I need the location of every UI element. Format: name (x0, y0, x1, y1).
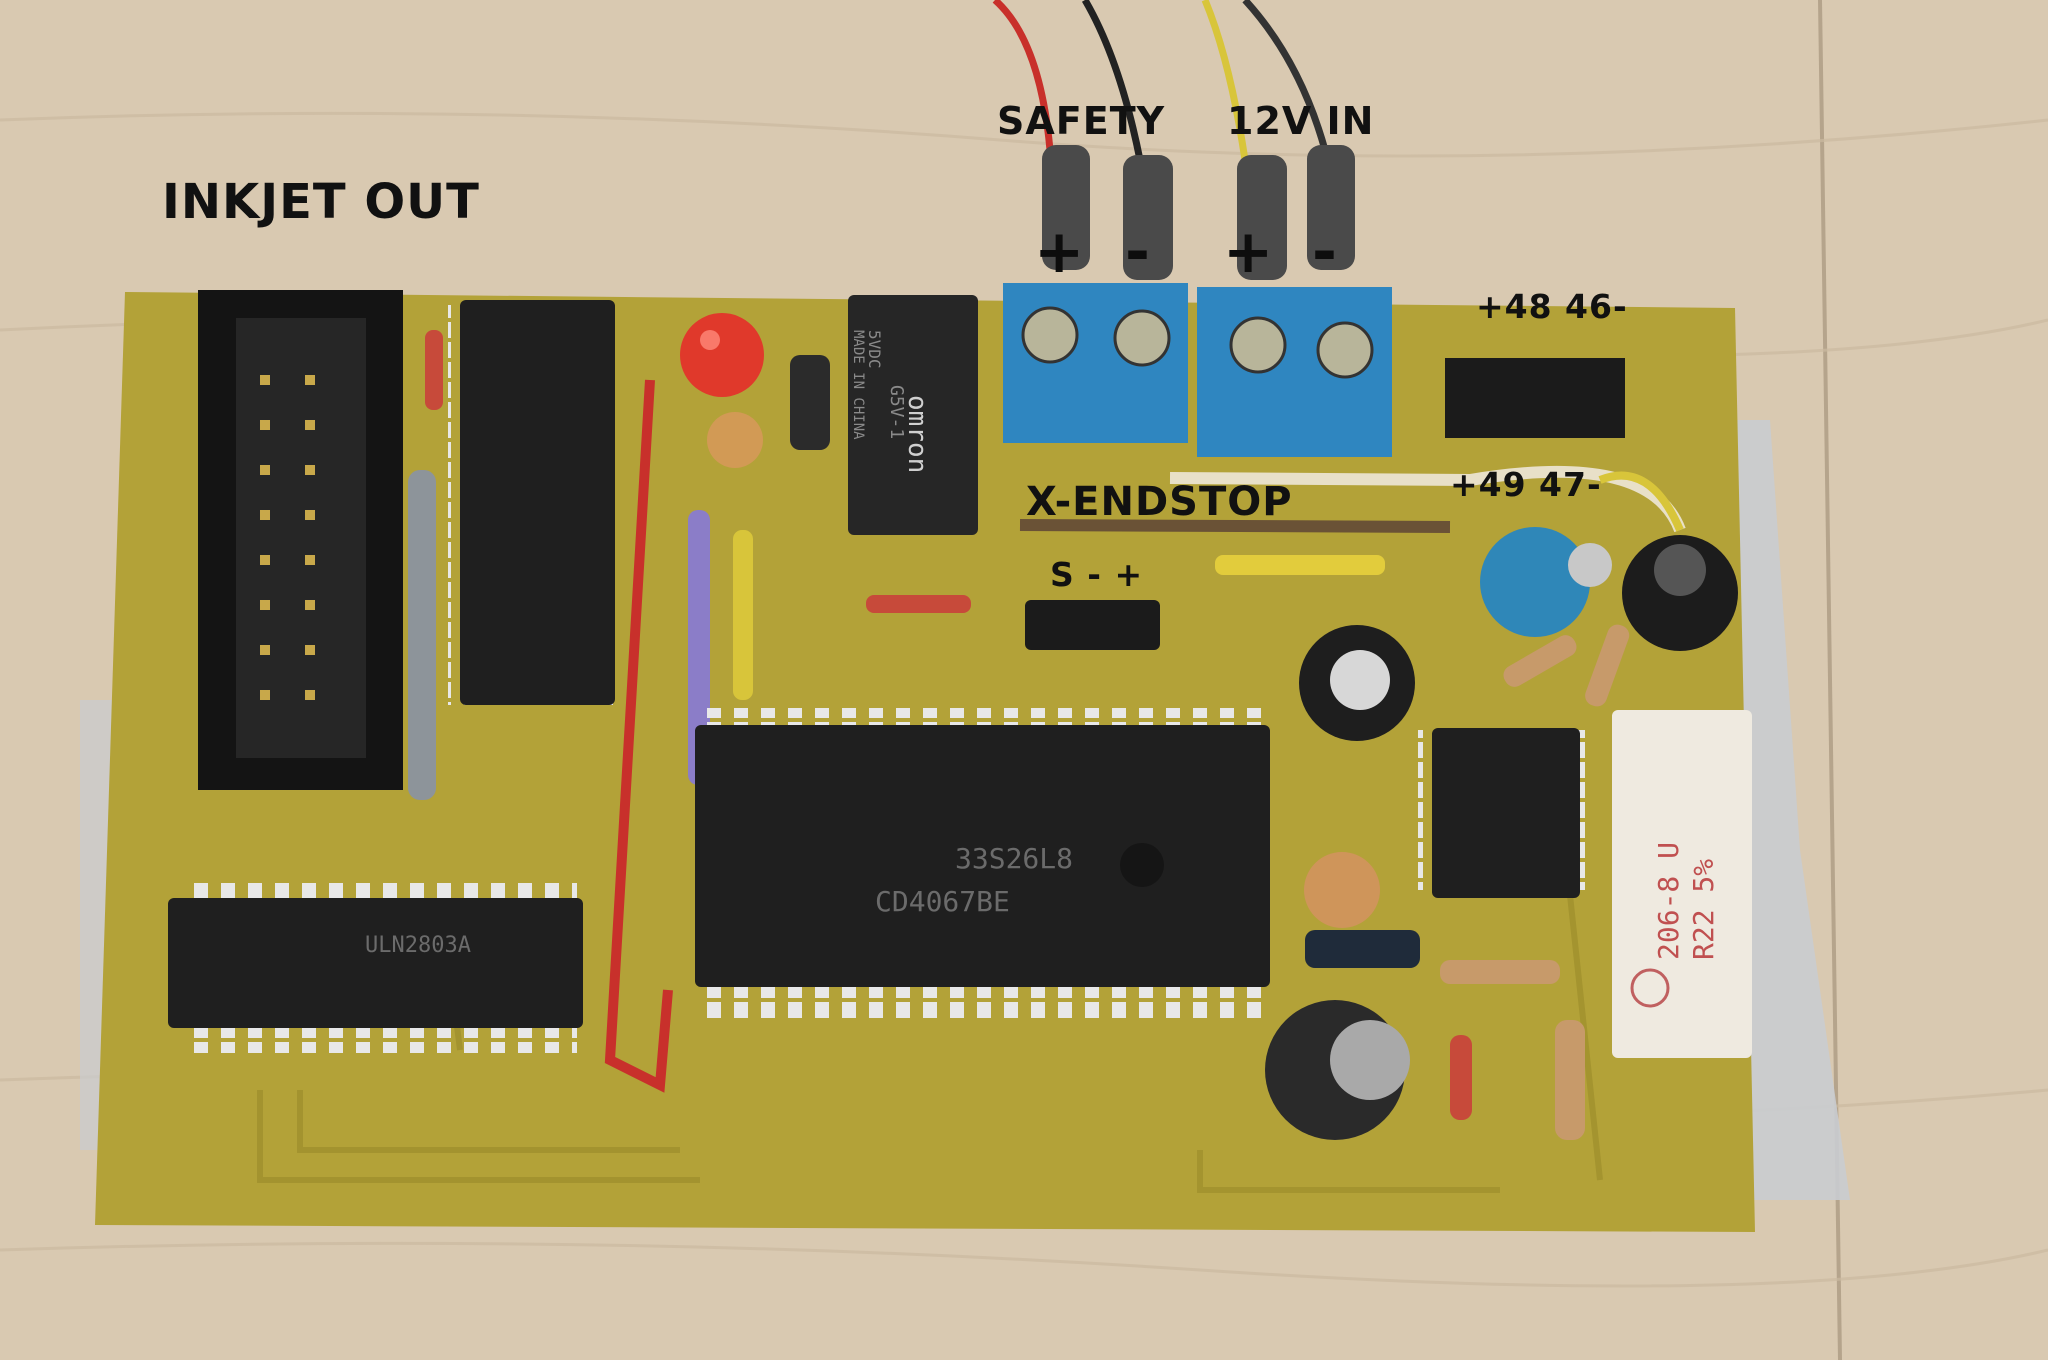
yellow-jumper (1215, 555, 1385, 575)
mux-chip-marking-1: 33S26L8 (955, 842, 1074, 875)
endstop-header (1025, 600, 1160, 650)
relay-voltage-marking: 5VDC (865, 330, 884, 369)
relay-origin-marking: MADE IN CHINA (850, 330, 866, 440)
relay-model-marking: G5V-1 (886, 385, 907, 440)
pins-49-47-label: +49 47- (1450, 465, 1602, 504)
cap-top-mid (1330, 650, 1390, 710)
input-wires (992, 0, 1329, 161)
safety-plus-sign: + (1034, 217, 1085, 287)
power-minus-sign: - (1312, 217, 1337, 287)
ceramic-capacitor (1304, 852, 1380, 928)
resistors (1440, 624, 1630, 1140)
jumper-wire-grey (408, 470, 436, 800)
diode (790, 355, 830, 450)
safety-minus-sign: - (1125, 217, 1150, 287)
relay (848, 295, 978, 535)
capacitor-blue (1480, 527, 1590, 637)
brown-wire (1019, 519, 1451, 533)
red-jumper (604, 379, 673, 1093)
pins-48-46-label: +48 46- (1476, 287, 1628, 326)
mux-chip (695, 725, 1270, 987)
relay-brand-marking: omron (902, 395, 932, 474)
cap-top-blue (1568, 543, 1612, 587)
cap-top-large (1330, 1020, 1410, 1100)
mux-chip-marking-2: CD4067BE (875, 885, 1010, 918)
mux-dimple (1120, 843, 1164, 887)
cap-top-black (1654, 544, 1706, 596)
led-glint (700, 330, 720, 350)
power-in-label: 12V IN (1227, 99, 1375, 143)
small-resistor (1450, 1035, 1472, 1120)
yellow-wire (1598, 471, 1684, 532)
op-amp-chip (1432, 728, 1580, 898)
led-red (680, 313, 764, 397)
power-plus-sign: + (1223, 217, 1274, 287)
terminal-block-safety (1003, 283, 1188, 443)
purple-jumper (688, 510, 710, 785)
inkjet-out-label: INKJET OUT (162, 174, 480, 230)
ceramic-cap-small (707, 412, 763, 468)
yellow-jumper-vertical (733, 530, 753, 700)
small-diode (866, 595, 971, 613)
power-resistor-marking-1: 206-8 U (1652, 841, 1685, 960)
endstop-pins-label: S - + (1050, 555, 1144, 594)
power-resistor-marking-2: R22 5% (1687, 858, 1720, 960)
driver-chip-marking: ULN2803A (365, 933, 471, 958)
terminal-screws (1021, 306, 1374, 379)
ic-chip-upper (460, 300, 615, 705)
connector-pins (260, 375, 315, 700)
diode-small (425, 330, 443, 410)
small-diode-black (1305, 930, 1420, 968)
x-endstop-label: X-ENDSTOP (1026, 479, 1293, 525)
connector-cavity (236, 318, 366, 758)
safety-label: SAFETY (997, 99, 1166, 143)
utm-logo (1630, 968, 1670, 1008)
pin-header-48-46 (1445, 358, 1625, 438)
crimp-pins (1042, 145, 1355, 280)
driver-chip (168, 898, 583, 1028)
